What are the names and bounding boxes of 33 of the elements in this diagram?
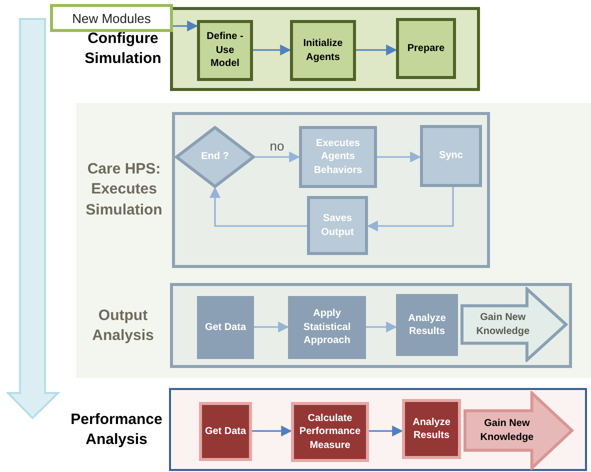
- process-box: Saves Output: [307, 196, 368, 255]
- banner-label: Gain New Knowledge: [475, 311, 531, 338]
- stage-heading: Care HPS: Executes Simulation: [84, 160, 164, 220]
- process-box: Analyze Results: [396, 294, 458, 356]
- arrow: [369, 426, 404, 436]
- arrow: [366, 322, 398, 332]
- process-box: Prepare: [396, 18, 456, 79]
- pointed-banner: [460, 287, 568, 362]
- process-box: Get Data: [199, 402, 252, 461]
- pointed-banner: [463, 391, 574, 470]
- arrow: [254, 322, 290, 332]
- banner-label: Gain New Knowledge: [479, 417, 535, 444]
- arrow: [377, 152, 422, 162]
- decision-diamond: [175, 126, 255, 188]
- arrow: [255, 152, 300, 162]
- arrow: [210, 186, 307, 227]
- process-box: Define -Use Model: [197, 20, 253, 81]
- arrow: [253, 44, 292, 56]
- arrow: [173, 20, 198, 32]
- stage-heading: Performance Analysis: [70, 409, 164, 450]
- arrow: [356, 44, 398, 56]
- process-box: Calculate Performance Measure: [291, 402, 369, 462]
- arrow: [252, 426, 292, 436]
- process-box: Get Data: [197, 296, 254, 359]
- process-box: Executes Agents Behaviors: [299, 126, 377, 188]
- process-box: Sync: [420, 125, 482, 187]
- decision-label: End ?: [200, 150, 230, 164]
- arrow: [366, 187, 454, 232]
- input-box: New Modules: [50, 4, 173, 32]
- process-box: Analyze Results: [402, 399, 461, 459]
- stage-heading: Output Analysis: [91, 305, 155, 346]
- process-box: Initialize Agents: [290, 20, 356, 81]
- process-box: Apply Statistical Approach: [288, 296, 366, 359]
